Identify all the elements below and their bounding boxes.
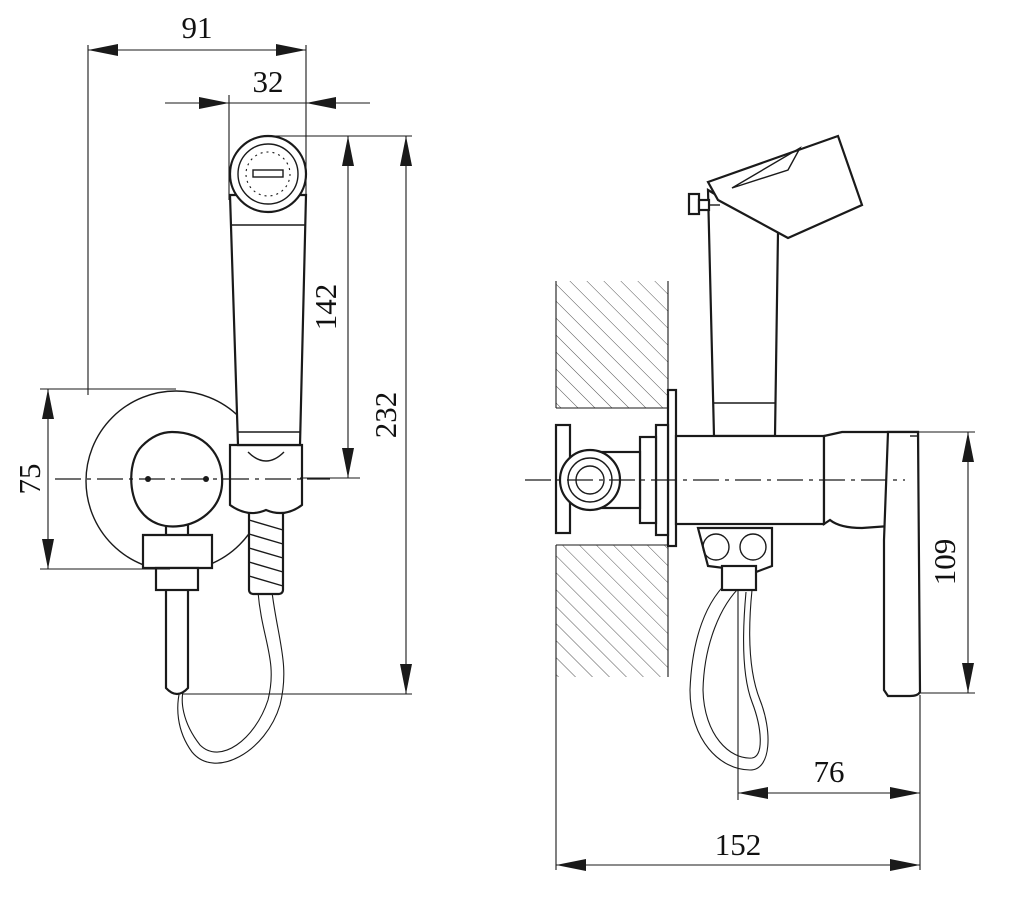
front-mixer-body <box>130 430 224 528</box>
side-clip <box>687 192 701 216</box>
side-view <box>525 134 922 870</box>
side-wall-hatch-upper <box>556 281 668 408</box>
dim-front-head-width: 32 <box>253 64 284 99</box>
dim-front-handshower-height: 142 <box>308 284 343 331</box>
front-dimensions: 91 32 142 232 75 <box>12 10 412 695</box>
side-dimensions: 109 76 152 <box>556 431 975 871</box>
front-hose <box>181 591 272 753</box>
dim-front-total-height: 232 <box>368 392 403 439</box>
front-handshower-body <box>228 193 308 447</box>
side-hose-inner <box>702 584 761 759</box>
side-spray-head <box>706 134 864 240</box>
front-hose-coupling <box>247 506 285 596</box>
front-valve-nut <box>141 533 214 570</box>
side-lever-handle <box>882 430 922 698</box>
dim-side-hose-offset: 76 <box>814 754 845 789</box>
dim-side-lever-height: 109 <box>927 539 962 586</box>
side-inlet-fitting <box>554 423 642 535</box>
dim-front-flange-height: 75 <box>12 464 47 495</box>
front-hose-inner <box>177 591 285 764</box>
side-hose-connector <box>696 526 774 592</box>
side-hose <box>689 577 769 771</box>
front-spray-head <box>228 134 308 214</box>
side-wall-hatch-lower <box>556 545 668 677</box>
front-view <box>55 134 330 764</box>
dim-side-total-depth: 152 <box>715 827 762 862</box>
dim-front-total-width: 91 <box>182 10 213 45</box>
side-wall-plate <box>666 388 678 548</box>
